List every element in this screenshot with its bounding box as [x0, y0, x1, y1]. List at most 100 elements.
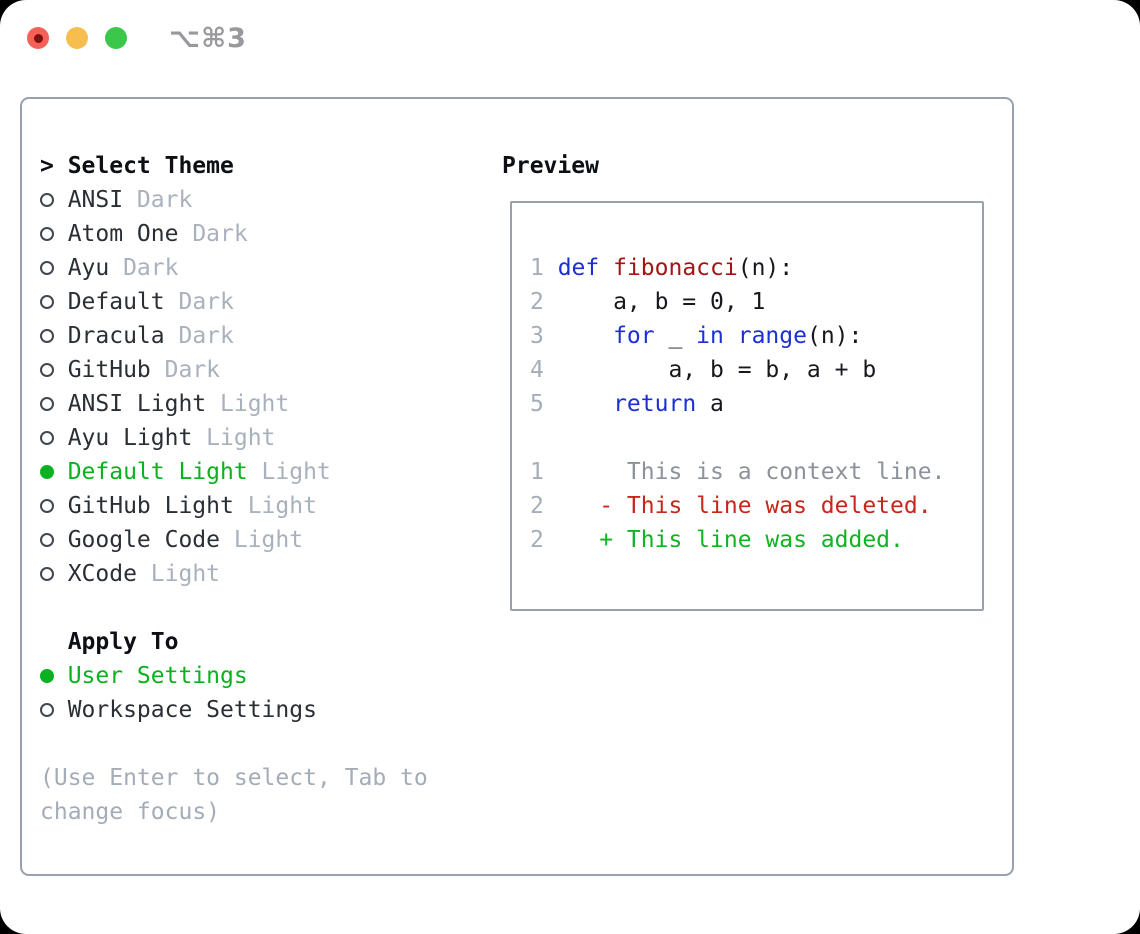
radio-circle [40, 533, 54, 547]
theme-variant-tag: Light [233, 527, 304, 553]
apply-option-workspace-settings[interactable]: Workspace Settings [40, 693, 502, 727]
radio-circle [40, 397, 54, 411]
radio-unselected-icon [40, 295, 68, 309]
radio-circle [40, 261, 54, 275]
radio-circle [40, 329, 54, 343]
window-title: ⌥⌘3 [169, 22, 247, 54]
theme-item-ansi[interactable]: ANSI Dark [40, 183, 502, 217]
radio-unselected-icon [40, 363, 68, 377]
radio-circle [40, 193, 54, 207]
select-theme-header: Select Theme [67, 153, 234, 179]
code-token [599, 255, 613, 281]
line-number: 1 [530, 459, 544, 485]
code-token: - This line was deleted. [557, 493, 932, 519]
radio-circle [40, 703, 54, 717]
option-label: Atom One [67, 221, 179, 247]
code-token: This is a context line. [557, 459, 946, 485]
apply-option-user-settings[interactable]: User Settings [40, 659, 502, 693]
code-token: _ [654, 323, 697, 349]
theme-item-google-code[interactable]: Google Code Light [40, 523, 502, 557]
theme-item-ayu[interactable]: Ayu Dark [40, 251, 502, 285]
radio-circle [40, 363, 54, 377]
theme-variant-tag: Light [261, 459, 331, 485]
diff-line: 2 - This line was deleted. [530, 489, 982, 523]
line-number: 1 [530, 255, 544, 281]
diff-line: 2 + This line was added. [530, 523, 982, 557]
theme-variant-tag: Dark [136, 187, 193, 213]
code-token [558, 391, 613, 417]
radio-unselected-icon [40, 227, 68, 241]
radio-circle [40, 567, 54, 581]
radio-circle [40, 669, 54, 683]
code-token [558, 323, 613, 349]
close-button[interactable] [27, 27, 49, 49]
line-number: 2 [530, 289, 544, 315]
option-label: Dracula [67, 323, 165, 349]
preview-header-row: Preview [502, 149, 1012, 183]
radio-unselected-icon [40, 533, 68, 547]
theme-item-default-light[interactable]: Default Light Light [40, 455, 502, 489]
radio-circle [40, 499, 54, 513]
radio-unselected-icon [40, 499, 68, 513]
code-token: for [613, 323, 655, 349]
option-label: GitHub [67, 357, 151, 383]
theme-variant-tag: Dark [164, 357, 221, 383]
option-label: ANSI Light [67, 391, 207, 417]
radio-unselected-icon [40, 193, 68, 207]
radio-circle [40, 465, 54, 479]
option-label: Workspace Settings [67, 697, 317, 723]
code-token: range [737, 323, 807, 349]
option-label: Default Light [67, 459, 248, 485]
code-token: in [696, 323, 724, 349]
theme-item-dracula[interactable]: Dracula Dark [40, 319, 502, 353]
theme-variant-tag: Dark [123, 255, 179, 281]
code-token: a, b = b, a + b [557, 357, 877, 383]
option-label: Google Code [67, 527, 221, 553]
radio-unselected-icon [40, 261, 68, 275]
option-label: ANSI [67, 187, 124, 213]
title-bar: ⌥⌘3 [0, 0, 1140, 76]
code-token: def [557, 255, 600, 281]
option-label: Default [67, 289, 165, 315]
blank-line [530, 421, 982, 455]
theme-item-github[interactable]: GitHub Dark [40, 353, 502, 387]
hint-line-2: change focus) [40, 799, 221, 825]
line-number: 3 [530, 323, 544, 349]
theme-variant-tag: Dark [178, 323, 234, 349]
code-line: 1 def fibonacci(n): [530, 251, 982, 285]
diff-line: 1 This is a context line. [530, 455, 982, 489]
theme-variant-tag: Dark [192, 221, 248, 247]
theme-item-atom-one[interactable]: Atom One Dark [40, 217, 502, 251]
code-line: 4 a, b = b, a + b [530, 353, 982, 387]
code-line: 3 for _ in range(n): [530, 319, 982, 353]
minimize-button[interactable] [66, 27, 88, 49]
prompt-caret-icon: > [40, 153, 54, 179]
line-number: 2 [530, 527, 544, 553]
zoom-button[interactable] [105, 27, 127, 49]
code-token: fibonacci [613, 255, 738, 281]
option-label: Ayu [67, 255, 110, 281]
apply-to-header-row: Apply To [40, 625, 502, 659]
close-button-dot-icon [33, 33, 43, 43]
select-theme-header-row: > Select Theme [40, 149, 502, 183]
radio-unselected-icon [40, 703, 68, 717]
code-token: (n): [737, 255, 794, 281]
radio-unselected-icon [40, 329, 68, 343]
radio-circle [40, 431, 54, 445]
line-number: 5 [530, 391, 544, 417]
code-token: + This line was added. [557, 527, 904, 553]
radio-selected-icon [40, 669, 68, 683]
traffic-lights [27, 27, 127, 49]
line-number: 4 [530, 357, 544, 383]
theme-variant-tag: Light [247, 493, 317, 519]
